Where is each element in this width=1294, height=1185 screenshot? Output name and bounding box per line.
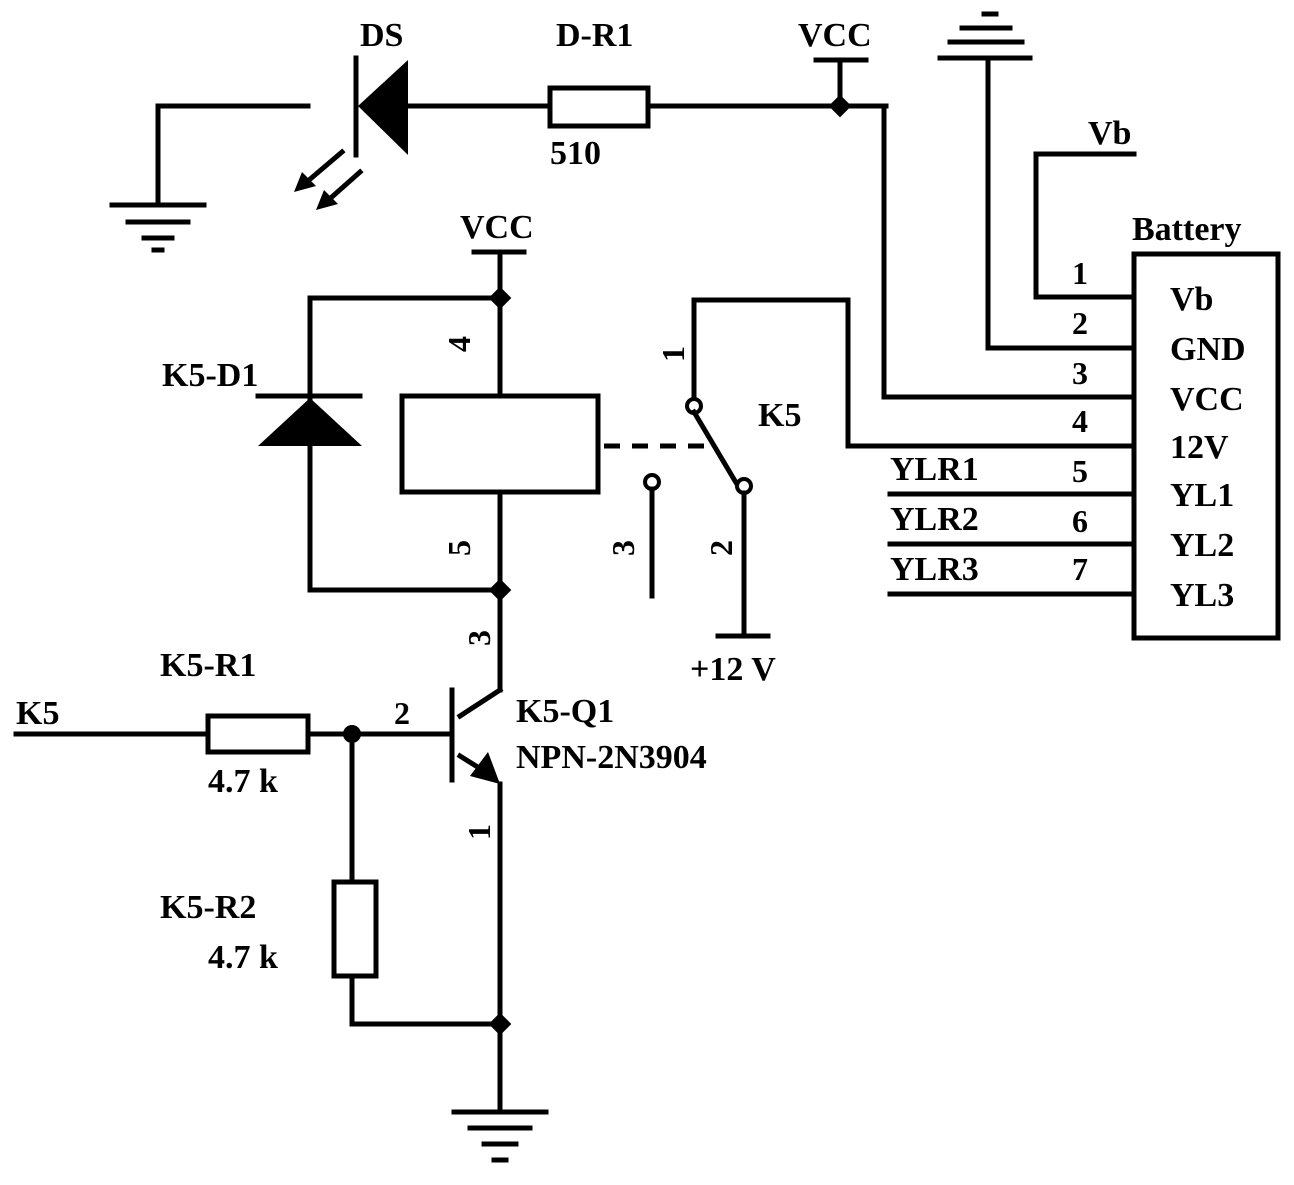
label-r1-value: 4.7 k	[208, 763, 278, 800]
label-npn: NPN-2N3904	[516, 739, 707, 776]
label-k5-r1: K5-R1	[160, 647, 256, 684]
pin-contact-3: 3	[605, 540, 641, 556]
resistor-k5-r1	[205, 713, 311, 755]
label-k5-r2: K5-R2	[160, 889, 256, 926]
pin-coil-4: 4	[441, 336, 477, 352]
conn-pin-name: VCC	[1170, 381, 1244, 418]
conn-pin-num: 7	[1072, 551, 1088, 587]
label-vcc-relay: VCC	[460, 209, 534, 246]
wire-vcc-connector	[881, 103, 1135, 400]
label-vb: Vb	[1088, 115, 1131, 152]
battery-connector	[1131, 251, 1281, 641]
conn-pin-name: YL3	[1170, 577, 1234, 614]
label-vcc-top: VCC	[798, 17, 872, 54]
label-k5-q1: K5-Q1	[516, 693, 614, 730]
conn-pin-num: 6	[1072, 503, 1088, 539]
resistor-k5-r2	[331, 879, 379, 979]
label-d-r1: D-R1	[556, 17, 633, 54]
net-label-ylr2: YLR2	[890, 501, 979, 538]
conn-pin-num: 3	[1072, 355, 1088, 391]
ground-symbol-bottom	[451, 1109, 549, 1163]
light-arrows-icon	[294, 148, 364, 210]
net-label-ylr1: YLR1	[890, 451, 979, 488]
led-branch	[109, 55, 889, 253]
conn-pin-num: 2	[1072, 305, 1088, 341]
conn-pin-name: 12V	[1170, 429, 1229, 466]
label-ds: DS	[360, 17, 403, 54]
ground-symbol-led	[109, 103, 311, 253]
relay-circuit	[255, 249, 771, 639]
conn-pin-num: 1	[1072, 255, 1088, 291]
conn-pin-name: GND	[1170, 331, 1246, 368]
pin-coil-5: 5	[441, 540, 477, 556]
conn-pin-num: 5	[1072, 453, 1088, 489]
net-label-ylr3: YLR3	[890, 551, 979, 588]
pin-emitter-1: 1	[461, 824, 497, 840]
pin-contact-2: 2	[703, 540, 739, 556]
label-plus12v: +12 V	[690, 651, 776, 688]
transistor-section	[13, 587, 549, 1163]
wire-vb	[1033, 151, 1137, 300]
conn-pin-name: Vb	[1170, 281, 1213, 318]
label-r2-value: 4.7 k	[208, 939, 278, 976]
label-battery: Battery	[1132, 211, 1242, 248]
pin-contact-1: 1	[655, 346, 691, 362]
pin-collector-3: 3	[461, 630, 497, 646]
led-ds	[294, 55, 551, 210]
resistor-d-r1	[547, 85, 651, 129]
conn-pin-name: YL1	[1170, 477, 1234, 514]
flyback-diode	[255, 393, 363, 446]
label-k5-d1: K5-D1	[162, 357, 258, 394]
wire-12v-connector	[691, 297, 1135, 449]
junction-vcc-top	[828, 94, 852, 118]
pin-base-2: 2	[394, 695, 410, 731]
relay-coil	[399, 393, 601, 495]
ground-symbol-connector	[937, 11, 1135, 351]
label-k5: K5	[758, 397, 801, 434]
junction-emitter	[488, 1012, 512, 1036]
conn-pin-num: 4	[1072, 403, 1088, 439]
label-510: 510	[550, 135, 601, 172]
label-k5-input: K5	[16, 695, 59, 732]
emitter-arrow-icon	[470, 752, 500, 784]
conn-pin-name: YL2	[1170, 527, 1234, 564]
